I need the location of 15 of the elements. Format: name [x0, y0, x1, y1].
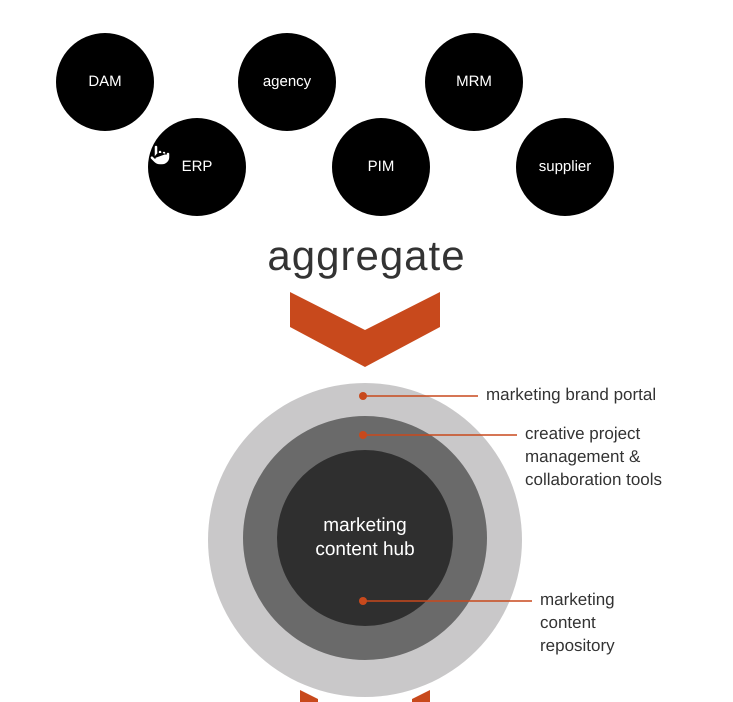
callout-label: creative project management & collaboration tools [525, 423, 664, 491]
node-label: supplier [538, 158, 592, 176]
node-label: MRM [456, 72, 492, 92]
node-label: marketing content hub [314, 514, 416, 562]
leader-line [359, 392, 478, 400]
heading-text: aggregate [267, 232, 466, 279]
callout-label: marketing brand portal [486, 384, 658, 406]
callout-label: marketing content repository [540, 589, 616, 657]
node-label: ERP [182, 158, 212, 176]
node-label: agency [262, 72, 312, 92]
chevron-arrow [290, 292, 440, 367]
leader-line [359, 597, 532, 605]
node-label: DAM [88, 72, 122, 92]
node-label: PIM [368, 158, 394, 176]
leader-line [359, 431, 517, 439]
